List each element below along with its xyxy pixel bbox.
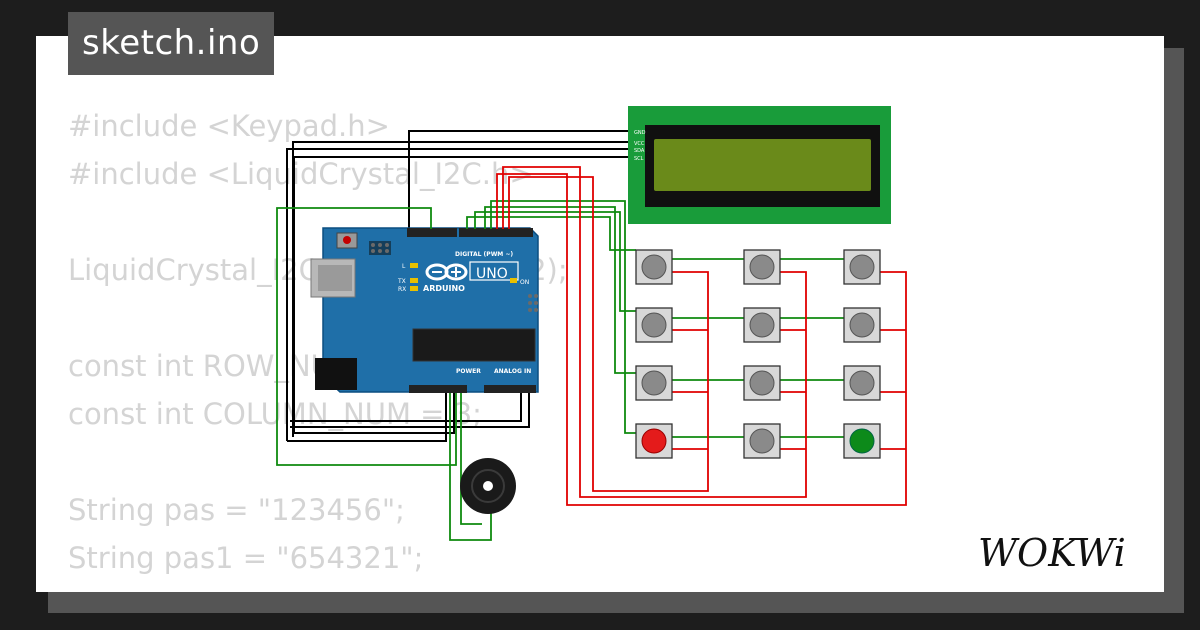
wokwi-logo: WOKWi — [978, 531, 1126, 575]
keypad-button[interactable] — [743, 423, 781, 459]
power-header-label: POWER — [456, 368, 481, 375]
keypad-button[interactable] — [843, 365, 881, 401]
tx-led-label: TX — [397, 278, 406, 285]
code-line: #include <LiquidCrystal_I2C.h> — [68, 157, 534, 191]
keypad-button-green[interactable] — [843, 423, 881, 459]
keypad-button[interactable] — [743, 249, 781, 285]
rx-led-label: RX — [398, 286, 406, 293]
code-line: #include <Keypad.h> — [68, 109, 390, 143]
analog-header — [484, 385, 536, 393]
keypad-button[interactable] — [843, 249, 881, 285]
arduino-logo-text: ARDUINO — [423, 284, 465, 293]
wokwi-logo-text: WOKWi — [978, 531, 1126, 575]
sketch-filename-tab: sketch.ino — [68, 12, 275, 75]
black-wires — [286, 130, 634, 442]
arduino-logo — [425, 263, 468, 281]
green-wires — [276, 200, 844, 541]
lcd-pin-vcc-label: VCC — [634, 141, 645, 147]
lcd-16x2-display: GND VCC SDA SCL — [628, 106, 891, 224]
digital-header-left — [407, 228, 457, 237]
code-line: String pas1 = "654321"; — [68, 541, 424, 575]
piezo-buzzer — [460, 458, 516, 514]
digital-header-label: DIGITAL (PWM ~) — [455, 251, 513, 258]
analog-header-label: ANALOG IN — [494, 368, 531, 375]
digital-header-right — [459, 228, 533, 237]
lcd-pin-gnd-label: GND — [634, 130, 646, 136]
keypad-button[interactable] — [635, 249, 673, 285]
red-wires — [496, 166, 907, 506]
keypad-button[interactable] — [635, 365, 673, 401]
keypad-button[interactable] — [843, 307, 881, 343]
keypad-button[interactable] — [743, 307, 781, 343]
l-led-label: L — [402, 263, 406, 270]
code-line: String pas2 = ""; — [68, 582, 568, 592]
lcd-pin-scl-label: SCL — [634, 156, 644, 162]
code-line: String pas = "123456"; — [68, 493, 405, 527]
code-line: const int COLUMN_NUM = 3; — [68, 397, 482, 431]
atmega-chip — [412, 328, 536, 362]
on-led-label: ON — [520, 279, 529, 286]
power-header — [409, 385, 467, 393]
power-jack — [315, 358, 357, 390]
keypad-button[interactable] — [635, 307, 673, 343]
arduino-uno-board: DIGITAL (PWM ~) L TX RX ARDUINO UNO ON P… — [310, 227, 539, 393]
keypad-button-red[interactable] — [635, 423, 673, 459]
keypad-button[interactable] — [743, 365, 781, 401]
keypad — [635, 249, 881, 459]
lcd-pin-sda-label: SDA — [634, 148, 645, 154]
lcd-screen — [654, 139, 871, 191]
arduino-model-text: UNO — [476, 266, 508, 282]
